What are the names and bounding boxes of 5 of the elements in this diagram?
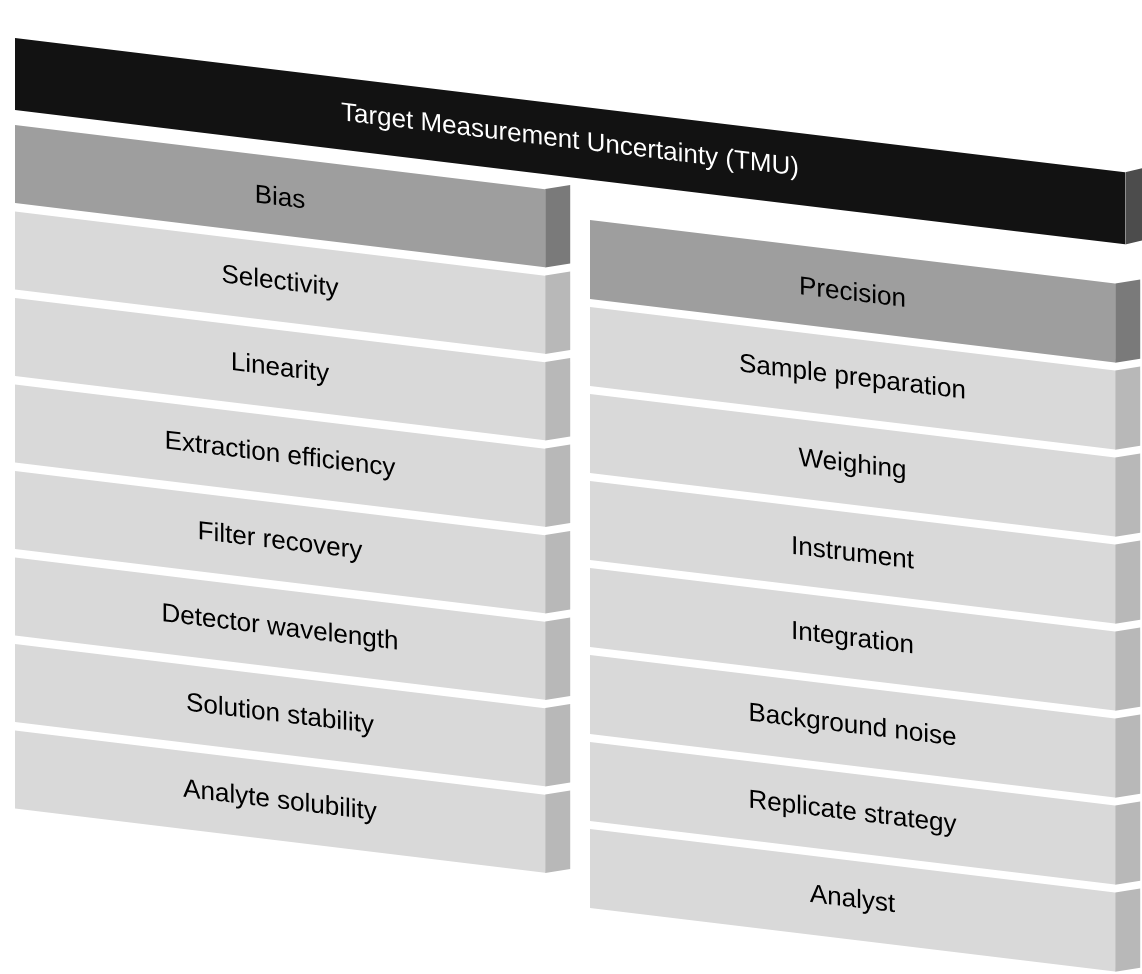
node-label: Weighing xyxy=(798,447,905,484)
node-label: Instrument xyxy=(793,536,914,569)
node-label: Analyst xyxy=(809,884,895,914)
node-label: Selectivity xyxy=(222,265,339,301)
node-label: Linearity xyxy=(233,352,330,386)
